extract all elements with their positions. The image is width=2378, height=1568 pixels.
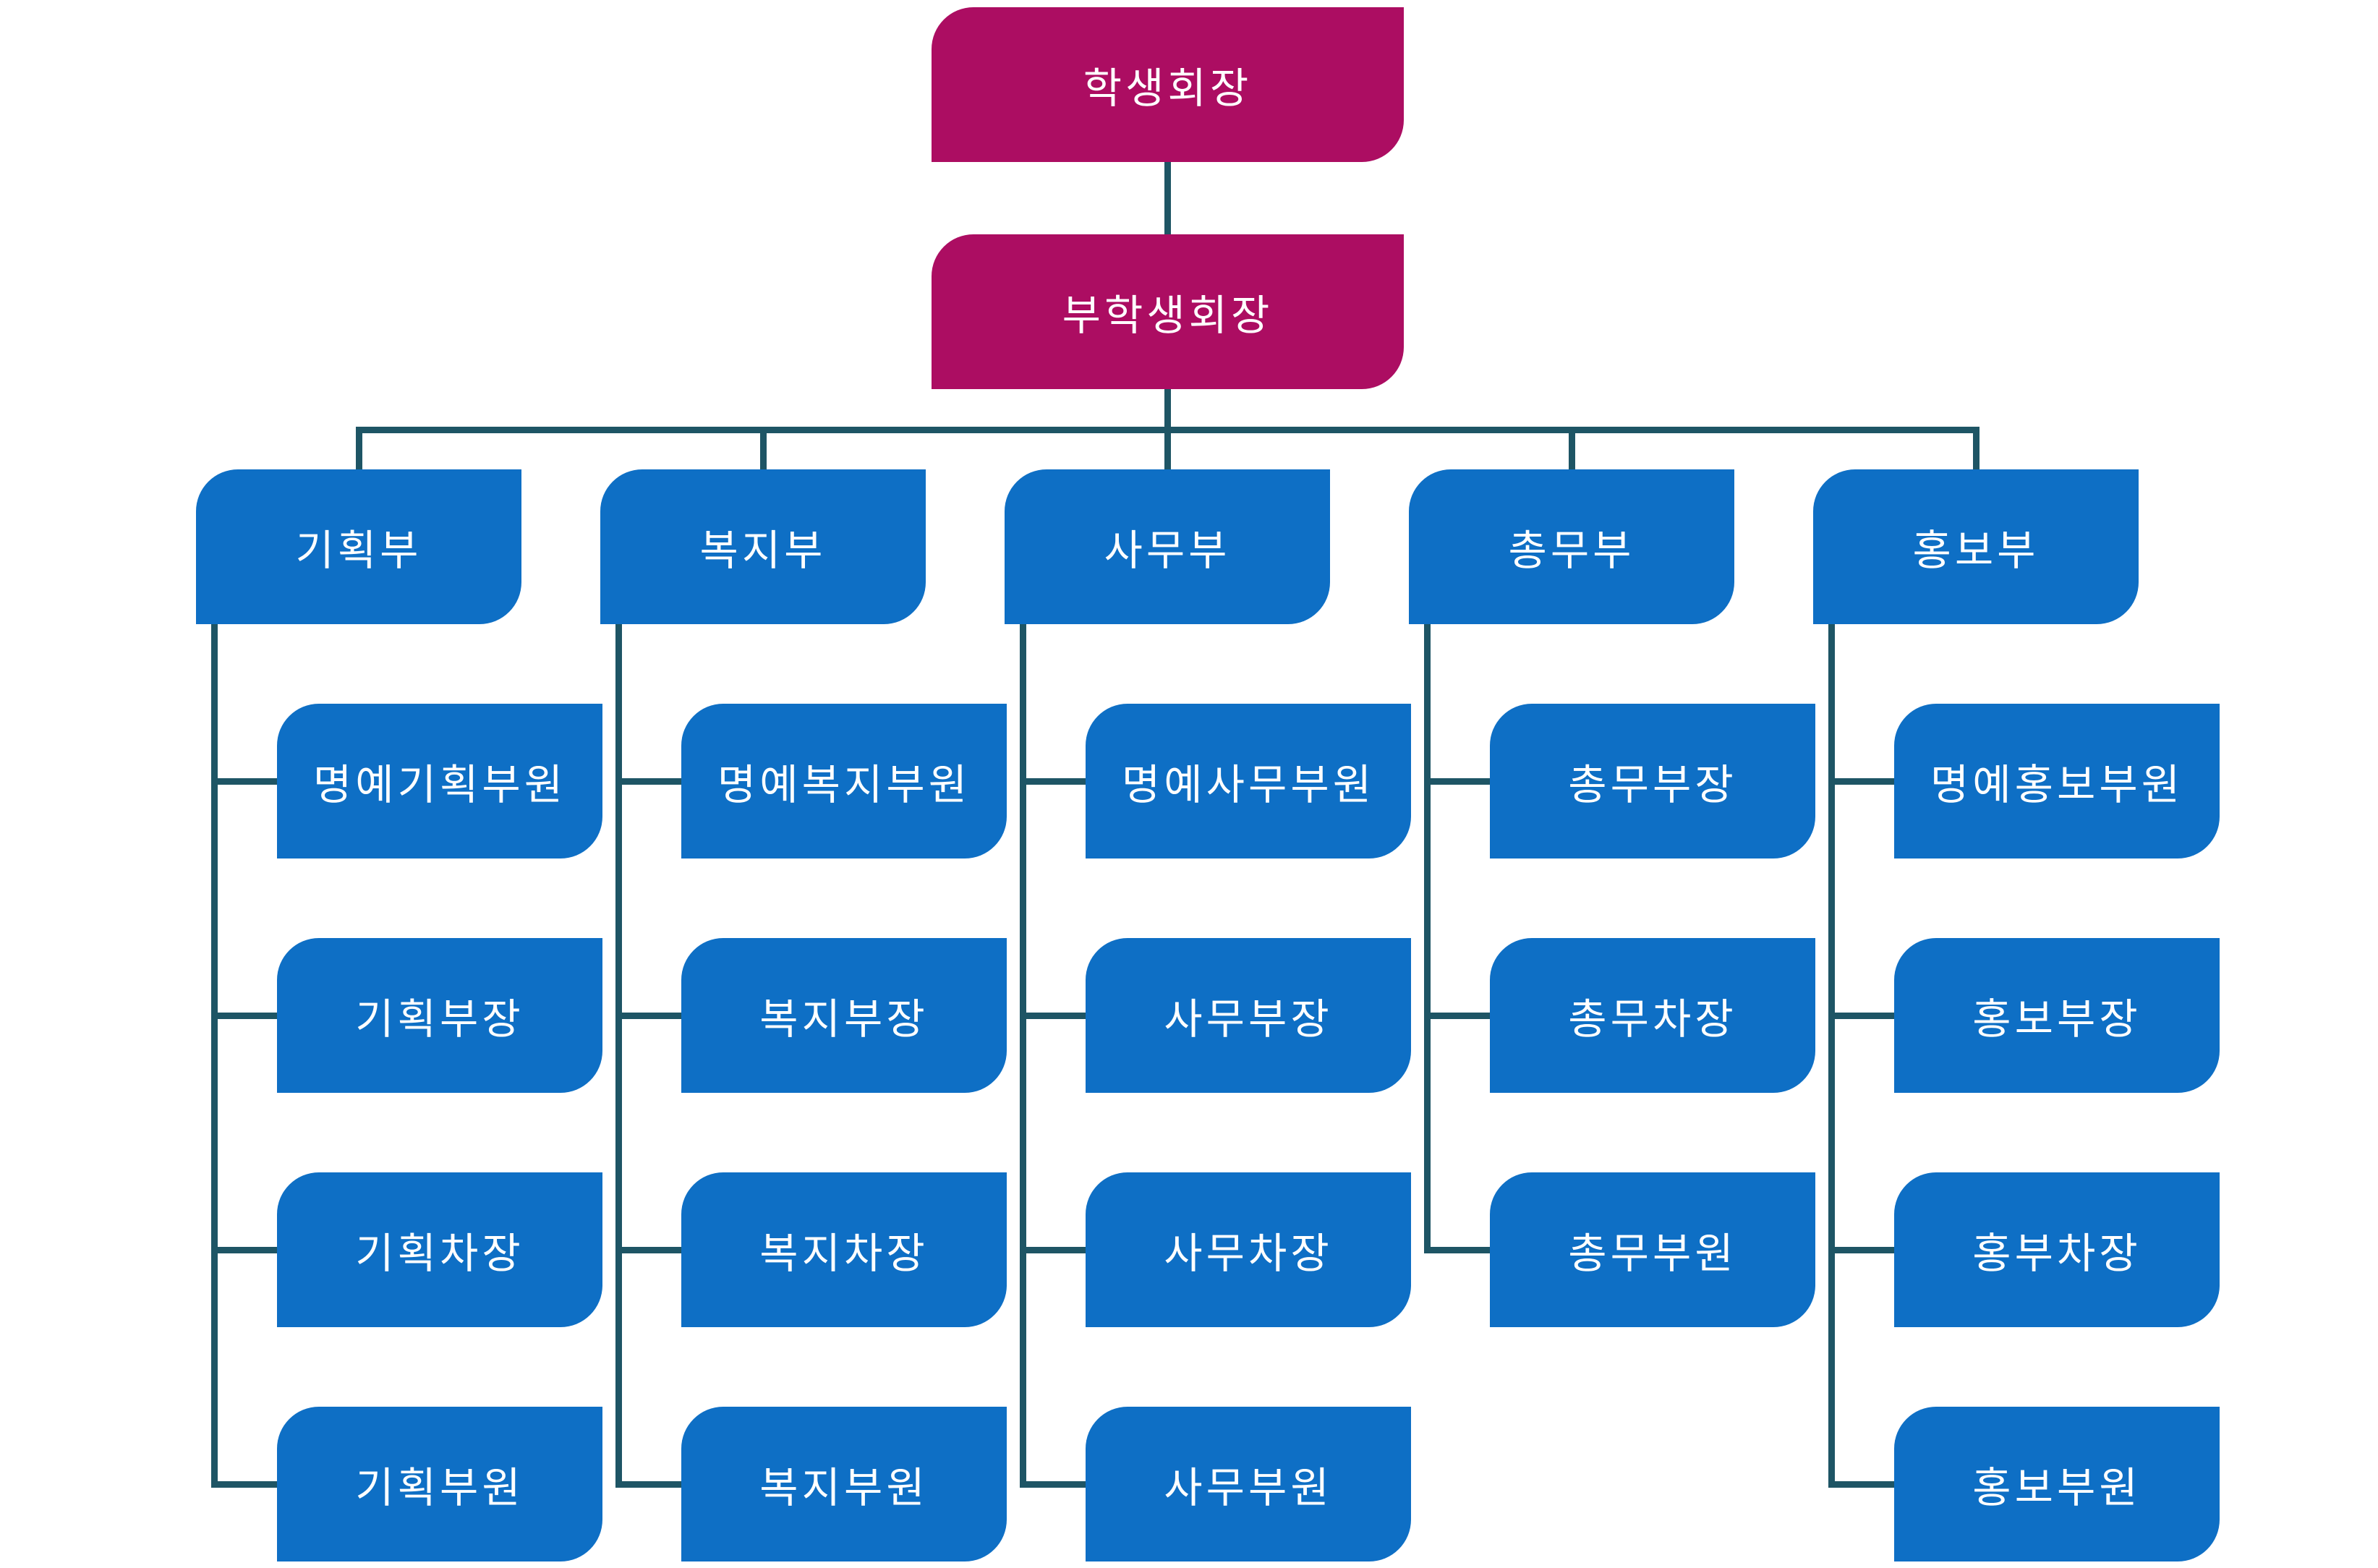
org-node-dept-2-child-1: 명예복지부원 bbox=[681, 704, 1007, 858]
connector-stub-dept-4-child-3 bbox=[1427, 1247, 1490, 1253]
org-node-dept-1-label: 기획부 bbox=[295, 527, 422, 574]
connector-stub-dept-2-child-3 bbox=[618, 1247, 681, 1253]
org-node-vice-president: 부학생회장 bbox=[932, 234, 1404, 389]
connector-stub-dept-1-child-4 bbox=[214, 1481, 277, 1488]
connector-drop-dept-1 bbox=[356, 427, 362, 469]
org-node-dept-1-child-1: 명예기획부원 bbox=[277, 704, 602, 858]
org-node-dept-2-child-3: 복지차장 bbox=[681, 1172, 1007, 1327]
org-node-dept-1-child-4-label: 기획부원 bbox=[355, 1465, 524, 1512]
org-node-dept-5: 홍보부 bbox=[1813, 469, 2139, 624]
org-node-dept-1-child-2-label: 기획부장 bbox=[355, 996, 524, 1043]
connector-stub-dept-3-child-4 bbox=[1023, 1481, 1086, 1488]
org-node-dept-5-label: 홍보부 bbox=[1912, 527, 2040, 574]
connector-vice-to-bus bbox=[1164, 389, 1171, 433]
org-node-vice-president-label: 부학생회장 bbox=[1062, 292, 1274, 339]
connector-stub-dept-2-child-1 bbox=[618, 778, 681, 785]
org-node-dept-3-child-2: 사무부장 bbox=[1086, 938, 1411, 1093]
org-node-dept-1-child-4: 기획부원 bbox=[277, 1407, 602, 1561]
org-node-dept-5-child-1: 명예홍보부원 bbox=[1894, 704, 2220, 858]
org-node-dept-2-child-4: 복지부원 bbox=[681, 1407, 1007, 1561]
connector-spine-dept-3 bbox=[1020, 624, 1026, 1488]
connector-stub-dept-5-child-1 bbox=[1831, 778, 1894, 785]
connector-stub-dept-5-child-3 bbox=[1831, 1247, 1894, 1253]
org-node-dept-5-child-2: 홍보부장 bbox=[1894, 938, 2220, 1093]
org-node-dept-4: 총무부 bbox=[1409, 469, 1734, 624]
org-node-president: 학생회장 bbox=[932, 7, 1404, 162]
org-node-dept-2-child-4-label: 복지부원 bbox=[759, 1465, 929, 1512]
org-node-dept-5-child-2-label: 홍보부장 bbox=[1972, 996, 2142, 1043]
org-node-dept-3-child-1: 명예사무부원 bbox=[1086, 704, 1411, 858]
org-node-dept-5-child-3-label: 홍부차장 bbox=[1972, 1230, 2142, 1277]
org-node-dept-3-child-4: 사무부원 bbox=[1086, 1407, 1411, 1561]
org-node-dept-2-child-2-label: 복지부장 bbox=[759, 996, 929, 1043]
org-node-dept-2-child-2: 복지부장 bbox=[681, 938, 1007, 1093]
org-node-dept-1-child-2: 기획부장 bbox=[277, 938, 602, 1093]
connector-stub-dept-2-child-4 bbox=[618, 1481, 681, 1488]
connector-stub-dept-5-child-4 bbox=[1831, 1481, 1894, 1488]
org-node-dept-1-child-3-label: 기획차장 bbox=[355, 1230, 524, 1277]
org-node-dept-5-child-1-label: 명예홍보부원 bbox=[1930, 762, 2184, 809]
connector-stub-dept-3-child-1 bbox=[1023, 778, 1086, 785]
org-node-dept-3-child-4-label: 사무부원 bbox=[1164, 1465, 1333, 1512]
org-node-dept-3-child-1-label: 명예사무부원 bbox=[1121, 762, 1376, 809]
org-node-dept-1: 기획부 bbox=[196, 469, 521, 624]
connector-stub-dept-4-child-1 bbox=[1427, 778, 1490, 785]
org-node-president-label: 학생회장 bbox=[1083, 65, 1253, 112]
connector-drop-dept-2 bbox=[760, 427, 767, 469]
org-node-dept-2-child-3-label: 복지차장 bbox=[759, 1230, 929, 1277]
org-node-dept-3-child-3-label: 사무차장 bbox=[1164, 1230, 1333, 1277]
org-node-dept-5-child-4: 홍보부원 bbox=[1894, 1407, 2220, 1561]
connector-root-to-vice bbox=[1164, 162, 1171, 234]
connector-stub-dept-1-child-2 bbox=[214, 1013, 277, 1019]
org-node-dept-3-child-2-label: 사무부장 bbox=[1164, 996, 1333, 1043]
connector-stub-dept-1-child-3 bbox=[214, 1247, 277, 1253]
org-node-dept-4-child-2-label: 총무차장 bbox=[1568, 996, 1737, 1043]
org-node-dept-2-child-1-label: 명예복지부원 bbox=[717, 762, 971, 809]
org-node-dept-5-child-4-label: 홍보부원 bbox=[1972, 1465, 2142, 1512]
connector-spine-dept-5 bbox=[1828, 624, 1835, 1488]
org-node-dept-4-child-3: 총무부원 bbox=[1490, 1172, 1815, 1327]
org-node-dept-4-child-1-label: 총무부장 bbox=[1568, 762, 1737, 809]
org-node-dept-4-child-2: 총무차장 bbox=[1490, 938, 1815, 1093]
org-node-dept-2: 복지부 bbox=[600, 469, 926, 624]
connector-stub-dept-3-child-2 bbox=[1023, 1013, 1086, 1019]
org-node-dept-4-label: 총무부 bbox=[1508, 527, 1635, 574]
org-node-dept-5-child-3: 홍부차장 bbox=[1894, 1172, 2220, 1327]
org-node-dept-3-child-3: 사무차장 bbox=[1086, 1172, 1411, 1327]
connector-spine-dept-1 bbox=[211, 624, 218, 1488]
connector-spine-dept-2 bbox=[615, 624, 622, 1488]
connector-stub-dept-5-child-2 bbox=[1831, 1013, 1894, 1019]
org-node-dept-3: 사무부 bbox=[1005, 469, 1330, 624]
org-node-dept-1-child-3: 기획차장 bbox=[277, 1172, 602, 1327]
connector-stub-dept-2-child-2 bbox=[618, 1013, 681, 1019]
connector-drop-dept-4 bbox=[1569, 427, 1575, 469]
org-node-dept-2-label: 복지부 bbox=[699, 527, 827, 574]
connector-stub-dept-1-child-1 bbox=[214, 778, 277, 785]
connector-stub-dept-3-child-3 bbox=[1023, 1247, 1086, 1253]
connector-spine-dept-4 bbox=[1424, 624, 1431, 1253]
connector-drop-dept-5 bbox=[1973, 427, 1979, 469]
org-node-dept-4-child-1: 총무부장 bbox=[1490, 704, 1815, 858]
connector-stub-dept-4-child-2 bbox=[1427, 1013, 1490, 1019]
org-node-dept-3-label: 사무부 bbox=[1104, 527, 1231, 574]
org-node-dept-4-child-3-label: 총무부원 bbox=[1568, 1230, 1737, 1277]
connector-drop-dept-3 bbox=[1164, 427, 1171, 469]
org-node-dept-1-child-1-label: 명예기획부원 bbox=[312, 762, 567, 809]
